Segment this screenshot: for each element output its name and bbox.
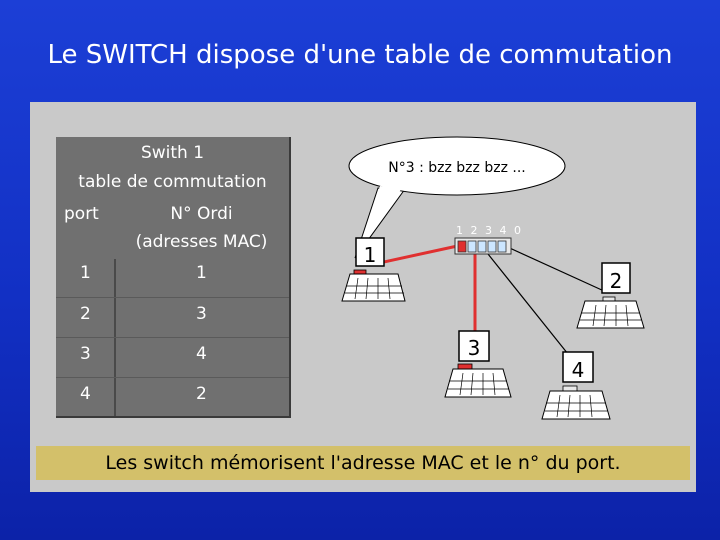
computer-label: 3 xyxy=(468,336,481,360)
port-cell: 3 xyxy=(80,344,91,364)
monitor xyxy=(601,262,631,294)
computer-label: 2 xyxy=(610,269,623,293)
slide-title: Le SWITCH dispose d'une table de commuta… xyxy=(47,40,673,70)
computer-label: 4 xyxy=(572,358,585,382)
switch-port-1 xyxy=(457,240,467,253)
monitor xyxy=(562,351,594,383)
cable-port-1 xyxy=(369,243,463,267)
column-header-mac: (adresses MAC) xyxy=(135,232,268,252)
keyboard xyxy=(444,368,512,398)
footer-note: Les switch mémorisent l'adresse MAC et l… xyxy=(36,446,690,480)
computer-2: 2 xyxy=(576,262,645,329)
switching-table: Swith 1 table de commutation port N° Ord… xyxy=(56,137,291,418)
port-cell: 2 xyxy=(80,304,91,324)
table-caption-subtitle: table de commutation xyxy=(78,172,267,192)
row-divider xyxy=(56,297,289,298)
computer-label: 1 xyxy=(364,243,377,267)
cable-port-4 xyxy=(487,253,569,355)
computer-1: 1 xyxy=(341,237,406,302)
ordi-cell: 1 xyxy=(196,263,207,283)
port-cell: 1 xyxy=(80,263,91,283)
keyboard xyxy=(541,390,611,420)
row-divider xyxy=(56,377,289,378)
monitor xyxy=(458,330,490,362)
table-caption-name: Swith 1 xyxy=(140,143,205,163)
switch-device: 1 2 3 4 0 xyxy=(454,224,523,255)
column-header-port: port xyxy=(64,204,99,224)
computer-3: 3 xyxy=(444,330,512,398)
switch-port-3 xyxy=(477,240,487,253)
network-cables xyxy=(369,243,605,355)
ordi-cell: 3 xyxy=(196,304,207,324)
keyboard xyxy=(576,300,645,329)
cable-port-2 xyxy=(502,244,605,292)
column-header-ordi: N° Ordi xyxy=(170,204,233,224)
keyboard xyxy=(341,273,406,302)
computer-4: 4 xyxy=(541,351,611,420)
monitor xyxy=(355,237,385,267)
ordi-cell: 2 xyxy=(196,384,207,404)
switch-port-0 xyxy=(497,240,507,253)
switch-port-2 xyxy=(467,240,477,253)
speech-bubble-text: N°3 : bzz bzz bzz ... xyxy=(388,160,525,176)
port-cell: 4 xyxy=(80,384,91,404)
ordi-cell: 4 xyxy=(196,344,207,364)
row-divider xyxy=(56,337,289,338)
switch-port-4 xyxy=(487,240,497,253)
switch-port-numbers: 1 2 3 4 0 xyxy=(456,224,523,237)
